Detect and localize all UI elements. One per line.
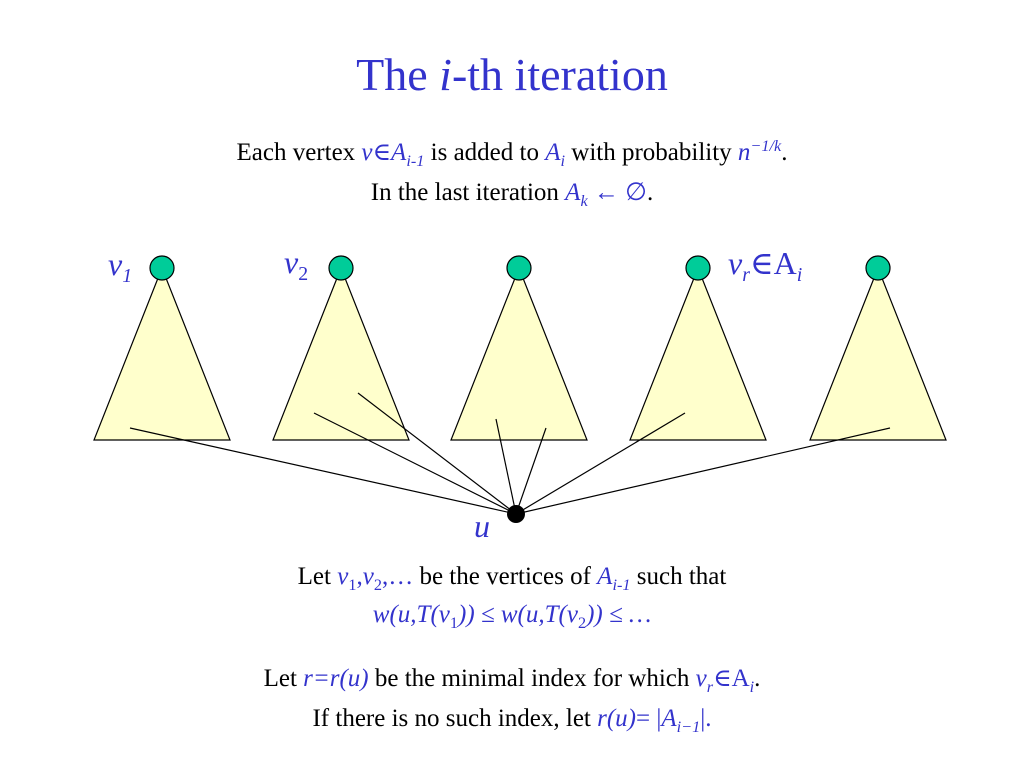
tree-triangle-4	[629, 266, 767, 441]
tree-triangle-1	[93, 266, 231, 441]
roots-group	[149, 255, 891, 281]
intro-line-1: Each vertex v∈Ai-1 is added to Ai with p…	[236, 137, 788, 170]
slide-title: The i-th iteration	[356, 49, 668, 100]
vertex-u	[507, 505, 525, 523]
label-u: u	[474, 508, 490, 544]
edges-group	[129, 392, 891, 515]
edge-5	[515, 427, 547, 515]
edge-2	[313, 412, 517, 515]
root-node-5	[865, 255, 891, 281]
label-vr: vr∈Ai	[728, 245, 803, 286]
edge-1	[129, 427, 517, 515]
intro-line-2: In the last iteration Ak ← ∅.	[370, 179, 654, 210]
root-node-4	[685, 255, 711, 281]
root-node-3	[506, 255, 532, 281]
para2-line-1: Let r=r(u) be the minimal index for whic…	[263, 665, 761, 696]
para1-line-2: w(u,T(v1)) ≤ w(u,T(v2)) ≤ …	[372, 601, 652, 632]
label-v1: v1	[108, 246, 133, 287]
para2-line-2: If there is no such index, let r(u)= |Ai…	[312, 705, 712, 736]
tree-triangle-2	[272, 266, 410, 441]
root-node-2	[328, 255, 354, 281]
edge-7	[515, 427, 891, 515]
tree-triangle-3	[450, 266, 588, 441]
edge-6	[515, 412, 686, 515]
para1-line-1: Let v1,v2,… be the vertices of Ai-1 such…	[297, 563, 727, 594]
root-node-1	[149, 255, 175, 281]
label-v2: v2	[284, 244, 309, 285]
edge-4	[495, 418, 517, 515]
triangles-group	[93, 266, 947, 441]
tree-triangle-5	[809, 266, 947, 441]
edge-3	[357, 392, 517, 515]
